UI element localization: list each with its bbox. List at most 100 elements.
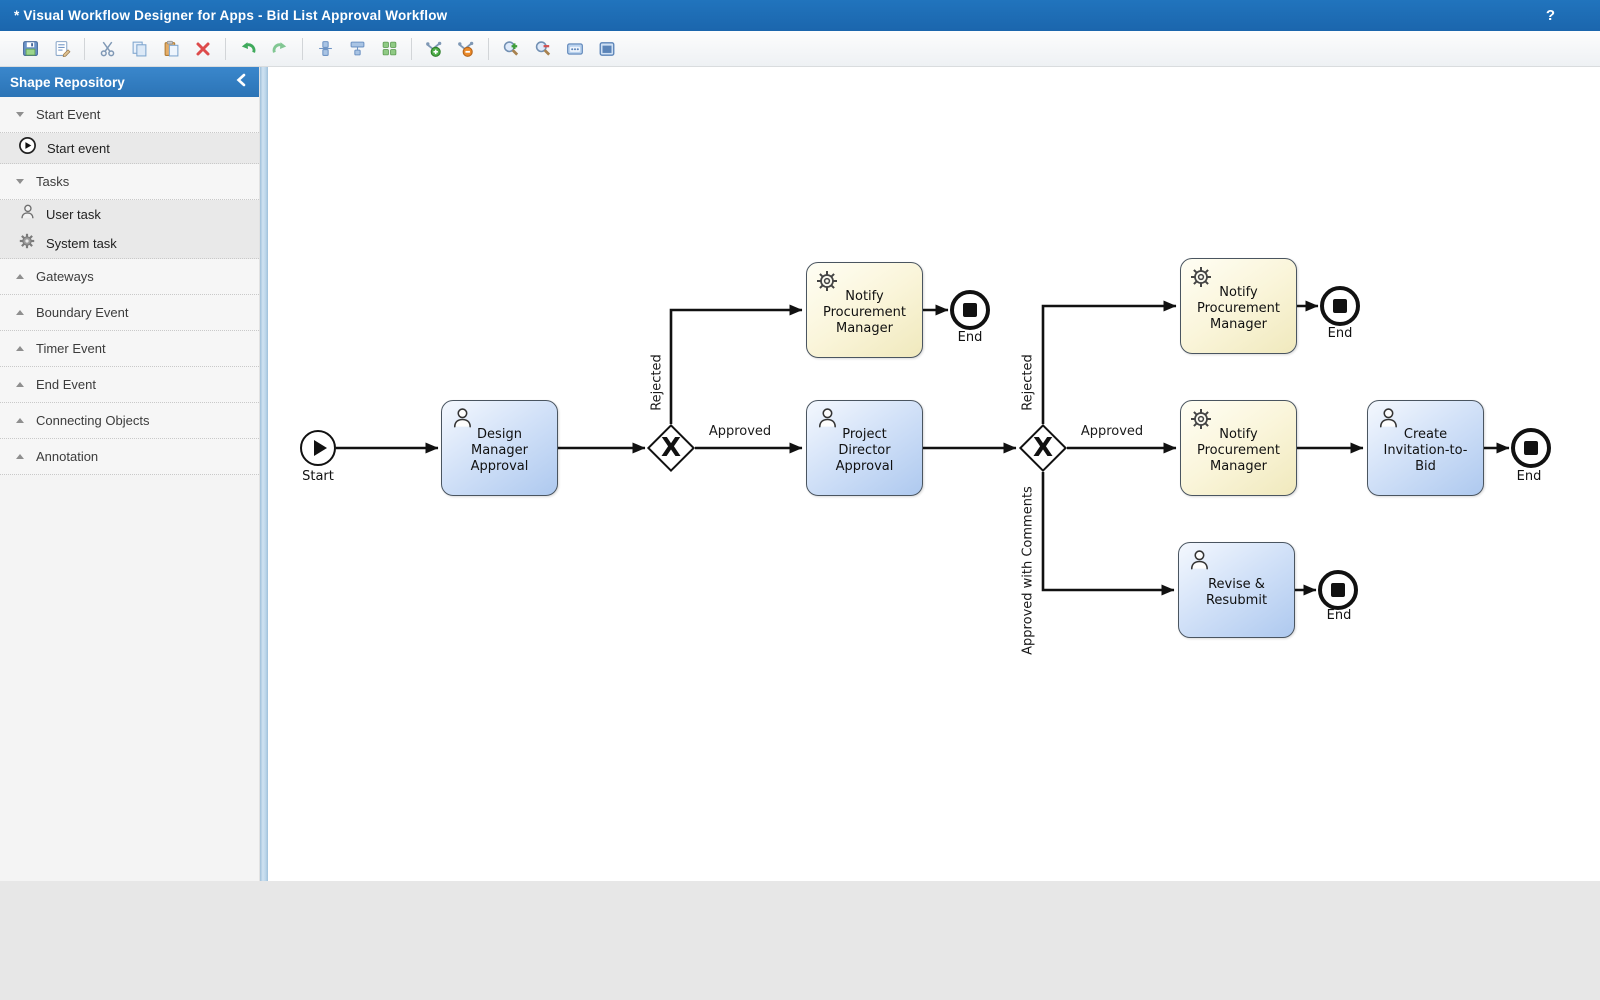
shape-item-user-task[interactable]: User task <box>0 200 259 229</box>
end-event-1-label: End <box>957 330 983 345</box>
delete-button[interactable] <box>191 37 215 61</box>
edge-label-approved-2: Approved <box>1080 424 1144 439</box>
end-event-1[interactable] <box>950 290 990 330</box>
start-event-node[interactable] <box>300 430 336 466</box>
shape-repository-title: Shape Repository <box>10 74 125 90</box>
shape-item-start-event[interactable]: Start event <box>0 133 259 163</box>
edit-document-icon <box>54 40 71 57</box>
fit-to-content-button[interactable] <box>377 37 401 61</box>
shape-repository-header: Shape Repository <box>0 67 259 97</box>
shape-item-system-task[interactable]: System task <box>0 229 259 258</box>
collapse-expanded-icon <box>16 112 24 117</box>
end-event-3-label: End <box>1516 469 1542 484</box>
zoom-out-button[interactable] <box>531 37 555 61</box>
save-button[interactable] <box>18 37 42 61</box>
end-square-icon <box>963 303 977 317</box>
add-bend-point-icon <box>425 40 443 58</box>
align-horizontal-button[interactable] <box>345 37 369 61</box>
task-notify-procurement-manager-3[interactable]: Notify Procurement Manager <box>1180 400 1297 496</box>
collapse-collapsed-icon <box>16 454 24 459</box>
task-design-manager-approval[interactable]: Design Manager Approval <box>441 400 558 496</box>
edge-label-rejected-2: Rejected <box>1020 354 1036 411</box>
edge-gateway2-rejected[interactable] <box>1041 300 1177 424</box>
start-event-icon <box>18 136 37 160</box>
copy-button[interactable] <box>127 37 151 61</box>
undo-button[interactable] <box>236 37 260 61</box>
gear-icon <box>1188 406 1214 437</box>
toolbar-separator <box>225 37 226 60</box>
redo-button[interactable] <box>268 37 292 61</box>
end-event-4[interactable] <box>1318 570 1358 610</box>
collapse-collapsed-icon <box>16 274 24 279</box>
task-notify-procurement-manager-2[interactable]: Notify Procurement Manager <box>1180 258 1297 354</box>
section-end-event[interactable]: End Event <box>0 367 259 403</box>
task-label: Notify Procurement Manager <box>1196 285 1281 332</box>
user-icon <box>1186 548 1211 578</box>
edge-gateway1-rejected[interactable] <box>669 304 803 424</box>
task-label: Notify Procurement Manager <box>1196 427 1281 474</box>
help-button[interactable]: ? <box>1545 7 1555 24</box>
fit-to-screen-button[interactable] <box>595 37 619 61</box>
user-icon <box>18 203 36 226</box>
panel-collapse-button[interactable] <box>235 73 247 92</box>
zoom-out-icon <box>534 40 552 58</box>
workflow-canvas[interactable]: Start Design Manager Approval Notify Pro… <box>268 67 1600 881</box>
play-icon <box>313 440 327 456</box>
end-event-3[interactable] <box>1511 428 1551 468</box>
task-label: Create Invitation-to-Bid <box>1383 427 1468 474</box>
user-icon <box>1375 406 1400 436</box>
end-square-icon <box>1331 583 1345 597</box>
gear-icon <box>814 268 840 299</box>
paste-button[interactable] <box>159 37 183 61</box>
section-tasks[interactable]: Tasks <box>0 164 259 200</box>
edge-gateway2-approved-comments[interactable] <box>1041 472 1175 596</box>
cut-button[interactable] <box>95 37 119 61</box>
task-label: Notify Procurement Manager <box>822 289 907 336</box>
task-notify-procurement-manager-1[interactable]: Notify Procurement Manager <box>806 262 923 358</box>
zoom-actual-size-button[interactable] <box>563 37 587 61</box>
toolbar-separator <box>84 37 85 60</box>
edge-label-rejected-1: Rejected <box>649 354 665 411</box>
collapse-collapsed-icon <box>16 310 24 315</box>
task-label: Revise & Resubmit <box>1205 577 1268 608</box>
end-event-2-label: End <box>1327 326 1353 341</box>
task-project-director-approval[interactable]: Project Director Approval <box>806 400 923 496</box>
edit-properties-button[interactable] <box>50 37 74 61</box>
user-icon <box>449 406 474 436</box>
section-connecting-objects[interactable]: Connecting Objects <box>0 403 259 439</box>
align-vertical-button[interactable] <box>313 37 337 61</box>
connector-layer <box>336 300 1510 596</box>
add-bend-point-button[interactable] <box>422 37 446 61</box>
save-icon <box>22 40 39 57</box>
end-square-icon <box>1524 441 1538 455</box>
remove-bend-point-icon <box>457 40 475 58</box>
actual-size-icon <box>566 40 584 58</box>
gateway-2-x: X <box>1032 433 1054 463</box>
collapse-collapsed-icon <box>16 418 24 423</box>
toolbar-separator <box>488 37 489 60</box>
copy-icon <box>131 40 148 57</box>
section-annotation[interactable]: Annotation <box>0 439 259 475</box>
remove-bend-point-button[interactable] <box>454 37 478 61</box>
edge-label-approved-1: Approved <box>708 424 772 439</box>
task-revise-resubmit[interactable]: Revise & Resubmit <box>1178 542 1295 638</box>
zoom-in-icon <box>502 40 520 58</box>
toolbar-separator <box>411 37 412 60</box>
end-event-2[interactable] <box>1320 286 1360 326</box>
collapse-collapsed-icon <box>16 382 24 387</box>
end-event-4-label: End <box>1326 608 1352 623</box>
section-gateways[interactable]: Gateways <box>0 259 259 295</box>
task-label: Design Manager Approval <box>470 427 529 474</box>
edge-label-approved-with-comments: Approved with Comments <box>1020 486 1036 655</box>
task-label: Project Director Approval <box>835 427 894 474</box>
panel-resize-divider[interactable] <box>260 67 268 881</box>
fit-content-icon <box>381 40 398 57</box>
section-boundary-event[interactable]: Boundary Event <box>0 295 259 331</box>
task-create-invitation-to-bid[interactable]: Create Invitation-to-Bid <box>1367 400 1484 496</box>
section-timer-event[interactable]: Timer Event <box>0 331 259 367</box>
toolbar-separator <box>302 37 303 60</box>
zoom-in-button[interactable] <box>499 37 523 61</box>
chevron-left-icon <box>235 73 247 92</box>
section-start-event[interactable]: Start Event <box>0 97 259 133</box>
delete-x-icon <box>195 41 211 57</box>
